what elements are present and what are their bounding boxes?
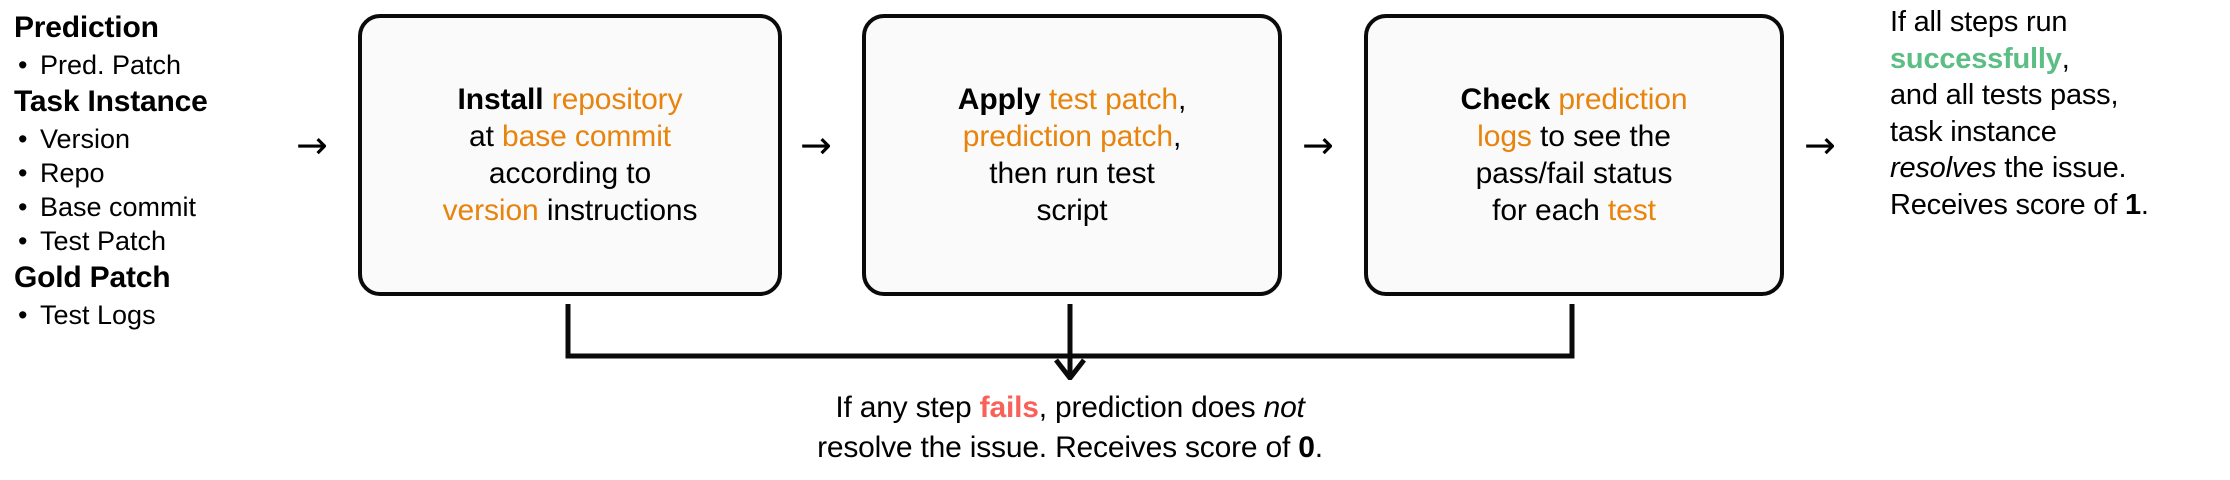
- outcome-l1-run-1: ,: [2061, 42, 2070, 75]
- arrow-step-3-to-outcome-icon: →: [1804, 123, 1836, 167]
- bracket-path: [565, 304, 1575, 359]
- outcome-line-5: Receives score of 1.: [1890, 187, 2220, 224]
- legend-item-test-logs: • Test Logs: [18, 298, 284, 332]
- failure-bracket-connector: [565, 304, 1575, 380]
- legend-heading-task-instance: Task Instance: [14, 85, 208, 118]
- step-apply-line-1: prediction patch,: [958, 118, 1186, 155]
- step-install-l3-run-0: version: [442, 194, 539, 227]
- legend-item-test-patch: • Test Patch: [18, 224, 284, 258]
- outcome-line-3: task instance: [1890, 114, 2220, 151]
- failure-l0-run-3: not: [1263, 391, 1305, 424]
- step-install-l0-run-1: [544, 83, 552, 116]
- outcome-line-1: successfully,: [1890, 41, 2220, 78]
- step-install-line-1: at base commit: [443, 118, 698, 155]
- step-check-line-0: Check prediction: [1461, 81, 1688, 118]
- arrow-legend-to-step-1-icon: →: [296, 123, 328, 167]
- step-check-l3-run-1: test: [1607, 194, 1656, 227]
- legend-item-label: Pred. Patch: [40, 50, 182, 80]
- legend-item-label: Repo: [40, 158, 105, 188]
- step-apply-l0-run-2: test patch: [1048, 83, 1178, 116]
- step-apply-line-2: then run test: [958, 155, 1186, 192]
- step-check-l2-run-0: pass/fail status: [1475, 157, 1673, 190]
- step-box-apply-text: Apply test patch,prediction patch,then r…: [944, 81, 1200, 229]
- legend-item-label: Test Logs: [40, 300, 156, 330]
- step-apply-l1-run-0: prediction patch: [962, 120, 1173, 153]
- arrow-step-1-to-step-2-icon: →: [800, 123, 832, 167]
- failure-l0-run-1: fails: [979, 391, 1039, 424]
- step-check-l0-run-0: Check: [1460, 83, 1551, 116]
- outcome-l2-run-0: and all tests pass,: [1890, 79, 2119, 111]
- step-install-l3-run-1: instructions: [538, 194, 698, 227]
- outcome-l0-run-0: If all steps run: [1890, 6, 2068, 38]
- step-apply-l0-run-3: ,: [1177, 83, 1187, 116]
- outcome-line-2: and all tests pass,: [1890, 77, 2220, 114]
- outcome-l1-run-0: successfully: [1890, 42, 2062, 75]
- legend-item-label: Version: [40, 124, 131, 154]
- outcome-l4-run-1: the issue.: [1996, 152, 2127, 184]
- legend-heading-prediction: Prediction: [14, 11, 159, 44]
- step-apply-l2-run-0: then run test: [989, 157, 1155, 190]
- outcome-l5-run-0: Receives score of: [1890, 188, 2125, 221]
- failure-l0-run-0: If any step: [835, 391, 980, 424]
- bracket-down-arrowhead-icon: [1054, 358, 1086, 380]
- failure-line-0: If any step fails, prediction does not: [560, 388, 1580, 428]
- bullet-icon: •: [18, 124, 28, 154]
- step-install-l0-run-2: repository: [551, 83, 683, 116]
- legend-item-base-commit: • Base commit: [18, 190, 284, 224]
- legend-heading-gold-patch: Gold Patch: [14, 261, 171, 294]
- failure-line-1: resolve the issue. Receives score of 0.: [560, 428, 1580, 468]
- bullet-icon: •: [18, 158, 28, 188]
- step-install-l0-run-0: Install: [457, 83, 544, 116]
- legend-item-label: Test Patch: [40, 226, 167, 256]
- step-apply-l3-run-0: script: [1036, 194, 1108, 227]
- arrow-step-2-to-step-3-icon: →: [1302, 123, 1334, 167]
- bullet-icon: •: [18, 226, 28, 256]
- outcome-l4-run-0: resolves: [1890, 152, 1997, 184]
- step-install-l1-run-0: at: [468, 120, 503, 153]
- outcome-line-4: resolves the issue.: [1890, 150, 2220, 187]
- step-apply-line-3: script: [958, 192, 1186, 229]
- step-check-l3-run-0: for each: [1492, 194, 1608, 227]
- failure-l1-run-2: .: [1314, 431, 1323, 464]
- step-install-line-2: according to: [443, 155, 698, 192]
- step-box-apply[interactable]: Apply test patch,prediction patch,then r…: [862, 14, 1282, 296]
- step-install-line-0: Install repository: [443, 81, 698, 118]
- step-check-line-2: pass/fail status: [1461, 155, 1688, 192]
- outcome-l5-run-1: 1: [2124, 188, 2141, 221]
- step-check-line-1: logs to see the: [1461, 118, 1688, 155]
- outcome-line-0: If all steps run: [1890, 4, 2220, 41]
- step-install-line-3: version instructions: [443, 192, 698, 229]
- legend-item-label: Base commit: [40, 192, 197, 222]
- step-install-l2-run-0: according to: [488, 157, 652, 190]
- step-apply-l1-run-1: ,: [1172, 120, 1182, 153]
- failure-l1-run-1: 0: [1298, 431, 1315, 464]
- bullet-icon: •: [18, 192, 28, 222]
- step-check-l1-run-1: to see the: [1531, 120, 1671, 153]
- step-apply-l0-run-1: [1041, 83, 1049, 116]
- step-install-l1-run-1: base commit: [502, 120, 672, 153]
- legend-item-version: • Version: [18, 122, 284, 156]
- step-apply-l0-run-0: Apply: [957, 83, 1041, 116]
- legend-item-repo: • Repo: [18, 156, 284, 190]
- step-check-l1-run-0: logs: [1477, 120, 1532, 153]
- failure-l1-run-0: resolve the issue. Receives score of: [817, 431, 1299, 464]
- step-apply-line-0: Apply test patch,: [957, 81, 1187, 118]
- outcome-l3-run-0: task instance: [1890, 115, 2057, 148]
- outcome-l5-run-2: .: [2140, 188, 2149, 221]
- bullet-icon: •: [18, 50, 28, 80]
- failure-l0-run-2: , prediction does: [1038, 391, 1264, 424]
- step-check-line-3: for each test: [1461, 192, 1688, 229]
- step-check-l0-run-2: prediction: [1558, 83, 1688, 116]
- legend-item-pred-patch: • Pred. Patch: [18, 48, 284, 82]
- bullet-icon: •: [18, 300, 28, 330]
